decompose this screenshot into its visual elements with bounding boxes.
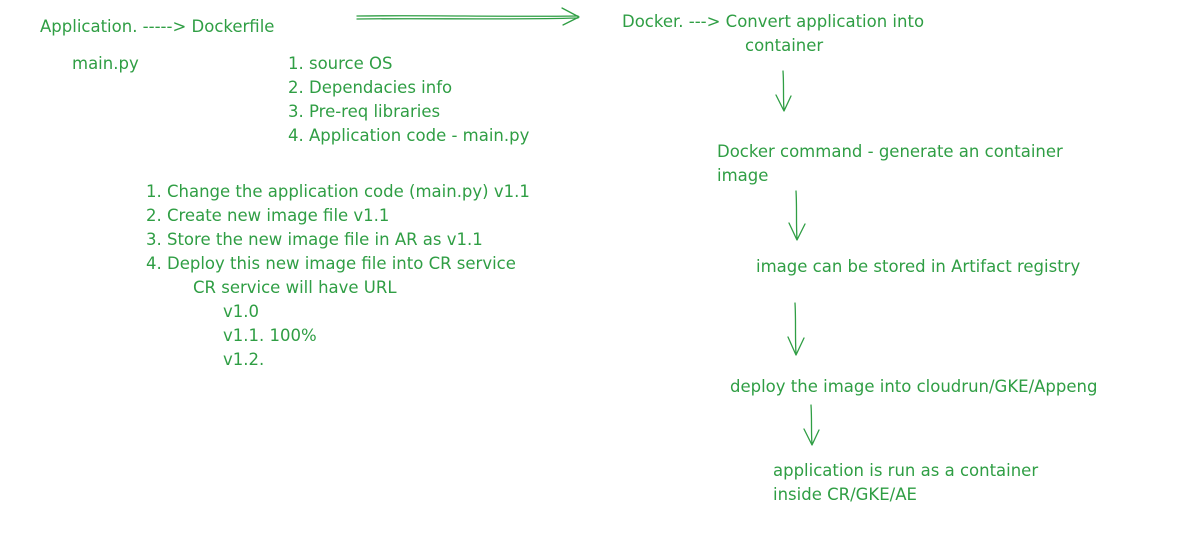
update-step-2: 2. Create new image file v1.1 <box>146 206 390 225</box>
docker-convert-line1: Docker. ---> Convert application into <box>622 12 925 31</box>
artifact-registry-note: image can be stored in Artifact registry <box>756 257 1081 276</box>
dockerfile-item-2: 2. Dependacies info <box>288 78 453 97</box>
down-arrow-3 <box>787 302 805 356</box>
update-step-4: 4. Deploy this new image file into CR se… <box>146 254 516 273</box>
long-right-arrow <box>356 7 580 26</box>
dockerfile-item-1: 1. source OS <box>288 54 393 73</box>
down-arrow-4 <box>803 404 820 446</box>
down-arrow-1 <box>775 70 792 112</box>
deploy-note: deploy the image into cloudrun/GKE/Appen… <box>730 377 1098 396</box>
dockerfile-item-3: 3. Pre-req libraries <box>288 102 441 121</box>
version-1: v1.0 <box>223 302 260 321</box>
cr-url-note: CR service will have URL <box>193 278 397 297</box>
down-arrow-2 <box>788 190 806 241</box>
version-3: v1.2. <box>223 350 265 369</box>
update-step-1: 1. Change the application code (main.py)… <box>146 182 530 201</box>
run-as-container-line1: application is run as a container <box>773 461 1039 480</box>
version-2: v1.1. 100% <box>223 326 317 345</box>
docker-convert-line2: container <box>745 36 824 55</box>
docker-command-line1: Docker command - generate an container <box>717 142 1063 161</box>
dockerfile-item-4: 4. Application code - main.py <box>288 126 530 145</box>
run-as-container-line2: inside CR/GKE/AE <box>773 485 917 504</box>
application-dockerfile-header: Application. -----> Dockerfile <box>40 17 275 36</box>
docker-command-line2: image <box>717 166 769 185</box>
main-py-label: main.py <box>72 54 139 73</box>
update-step-3: 3. Store the new image file in AR as v1.… <box>146 230 483 249</box>
